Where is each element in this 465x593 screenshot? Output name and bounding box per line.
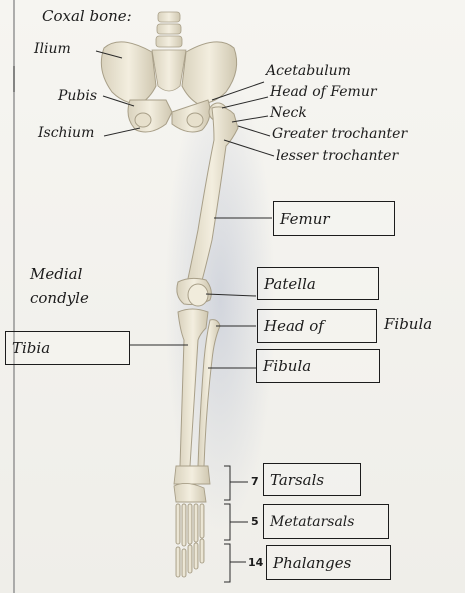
neck-label: Neck xyxy=(270,105,307,121)
medial-condyle-label-line2: condyle xyxy=(30,290,89,306)
ischium-label: Ischium xyxy=(38,125,94,141)
lesser-trochanter-label: lesser trochanter xyxy=(276,148,398,164)
ilium-label: Ilium xyxy=(34,41,71,57)
spine xyxy=(152,12,186,91)
head-of-femur-label: Head of Femur xyxy=(270,84,377,100)
coxal-bone-label: Coxal bone: xyxy=(42,8,132,24)
femur-box: Femur xyxy=(273,201,395,236)
pubis-label: Pubis xyxy=(58,88,97,104)
metatarsals-box: Metatarsals xyxy=(263,504,389,539)
tibia-box: Tibia xyxy=(5,331,130,365)
fibula-side-label: Fibula xyxy=(384,316,432,332)
tarsals-count: 7 xyxy=(251,475,259,488)
greater-trochanter-label: Greater trochanter xyxy=(272,126,407,142)
phalanges-box: Phalanges xyxy=(266,545,391,580)
metatarsals-count: 5 xyxy=(251,515,259,528)
tarsals-box: Tarsals xyxy=(263,463,361,496)
patella-box: Patella xyxy=(257,267,379,300)
head-of-fibula-box: Head of xyxy=(257,309,377,343)
phalanges-count: 14 xyxy=(248,556,263,569)
medial-condyle-label-line1: Medial xyxy=(30,266,82,282)
fibula-box: Fibula xyxy=(256,349,380,383)
patella-bone xyxy=(188,284,208,306)
acetabulum-label: Acetabulum xyxy=(266,63,351,79)
foot-bones xyxy=(174,466,210,577)
